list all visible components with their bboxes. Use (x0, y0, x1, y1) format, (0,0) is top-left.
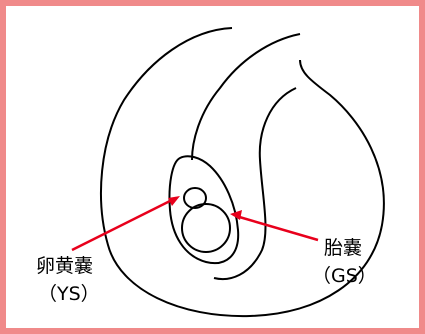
cervical-curve (213, 87, 297, 280)
yolk-sac-label: 卵黄嚢 (36, 255, 94, 277)
uterus-outer-wall (100, 27, 385, 318)
yolk-sac-pointer (71, 196, 177, 252)
gestational-sac-label: 胎嚢 (324, 237, 363, 259)
gestational-sac (168, 155, 240, 265)
yolk-sac-arrowhead (168, 196, 180, 206)
gestational-sac-abbreviation: （GS） (312, 265, 377, 287)
embryo (181, 203, 231, 253)
yolk-sac-abbreviation: （YS） (38, 283, 100, 305)
gestational-sac-arrowhead (230, 210, 242, 220)
uterus-inner-wall (191, 33, 301, 161)
yolk-sac (183, 187, 207, 209)
gestational-sac-pointer (235, 214, 319, 242)
